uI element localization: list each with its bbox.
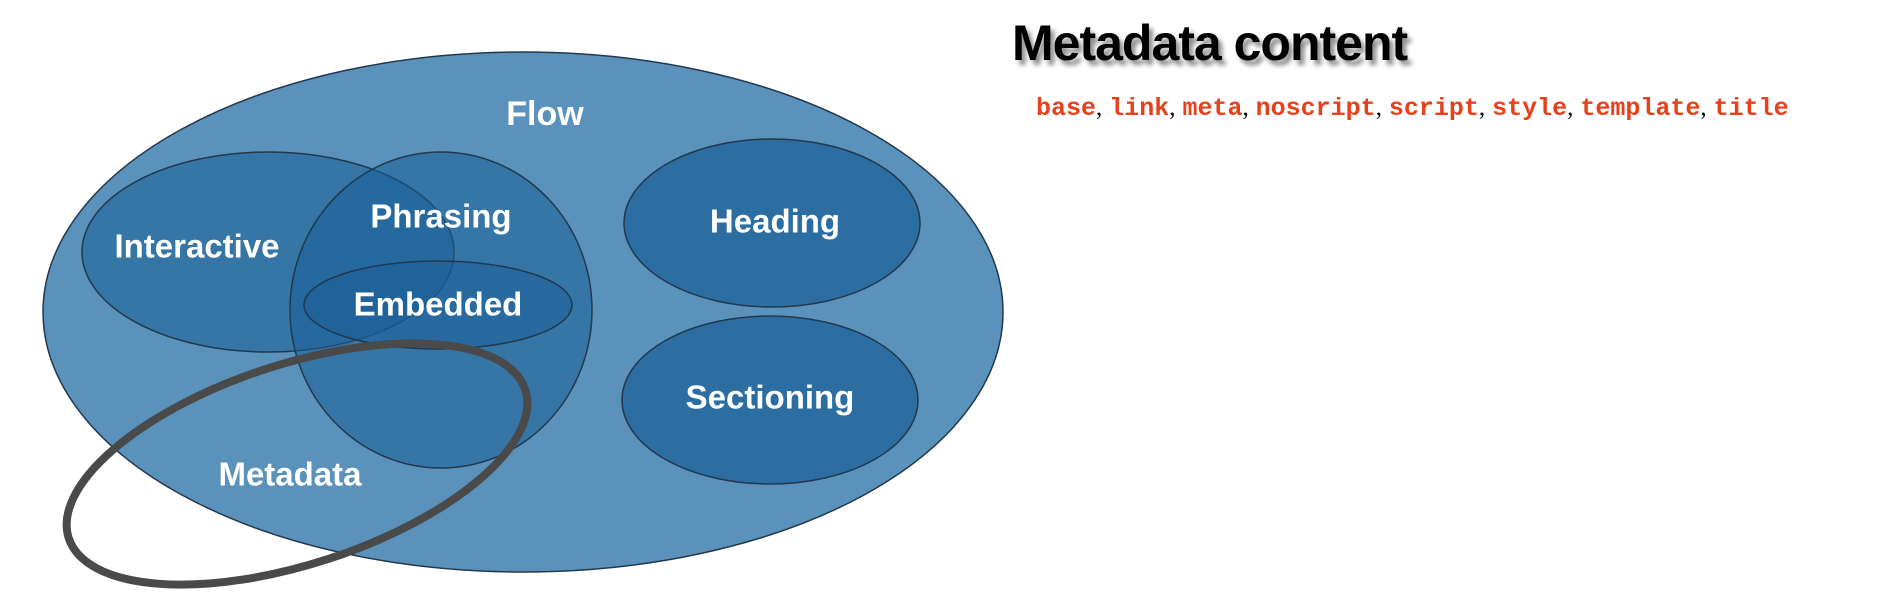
flow-label: Flow (506, 95, 584, 133)
page-title: Metadata content (1012, 15, 1408, 71)
element-name: title (1713, 94, 1789, 123)
element-separator: , (1242, 94, 1249, 121)
element-name: style (1492, 94, 1568, 123)
element-name: link (1109, 94, 1170, 123)
element-item: base, (1036, 93, 1109, 123)
metadata-elements-list: base, link, meta, noscript, script, styl… (1036, 92, 1789, 124)
metadata-label: Metadata (218, 456, 362, 493)
element-item: meta, (1182, 93, 1255, 123)
phrasing-label: Phrasing (370, 198, 511, 235)
element-name: meta (1182, 94, 1243, 123)
element-item: title (1713, 93, 1789, 123)
embedded-label: Embedded (354, 286, 523, 323)
element-item: link, (1109, 93, 1182, 123)
element-separator: , (1375, 94, 1382, 121)
element-item: template, (1580, 93, 1713, 123)
content-categories-diagram: Flow Interactive Phrasing Embedded Headi… (42, 51, 1004, 589)
element-separator: , (1478, 94, 1486, 121)
element-name: script (1388, 94, 1479, 123)
element-separator: , (1700, 94, 1707, 121)
interactive-label: Interactive (114, 228, 279, 265)
element-name: noscript (1255, 94, 1376, 123)
metadata-overlap-fill (42, 52, 240, 101)
element-separator: , (1567, 94, 1574, 121)
sectioning-label: Sectioning (686, 379, 855, 416)
sectioning-ellipse (621, 315, 919, 485)
element-name: base (1036, 94, 1097, 123)
element-item: script, (1388, 93, 1492, 123)
element-separator: , (1169, 94, 1176, 121)
embedded-ellipse (303, 260, 573, 350)
heading-ellipse (623, 138, 921, 308)
heading-label: Heading (710, 203, 840, 240)
element-name: template (1580, 94, 1701, 123)
element-item: noscript, (1255, 93, 1389, 123)
metadata-ellipse (62, 339, 532, 589)
element-separator: , (1096, 94, 1103, 121)
element-item: style, (1492, 93, 1580, 123)
